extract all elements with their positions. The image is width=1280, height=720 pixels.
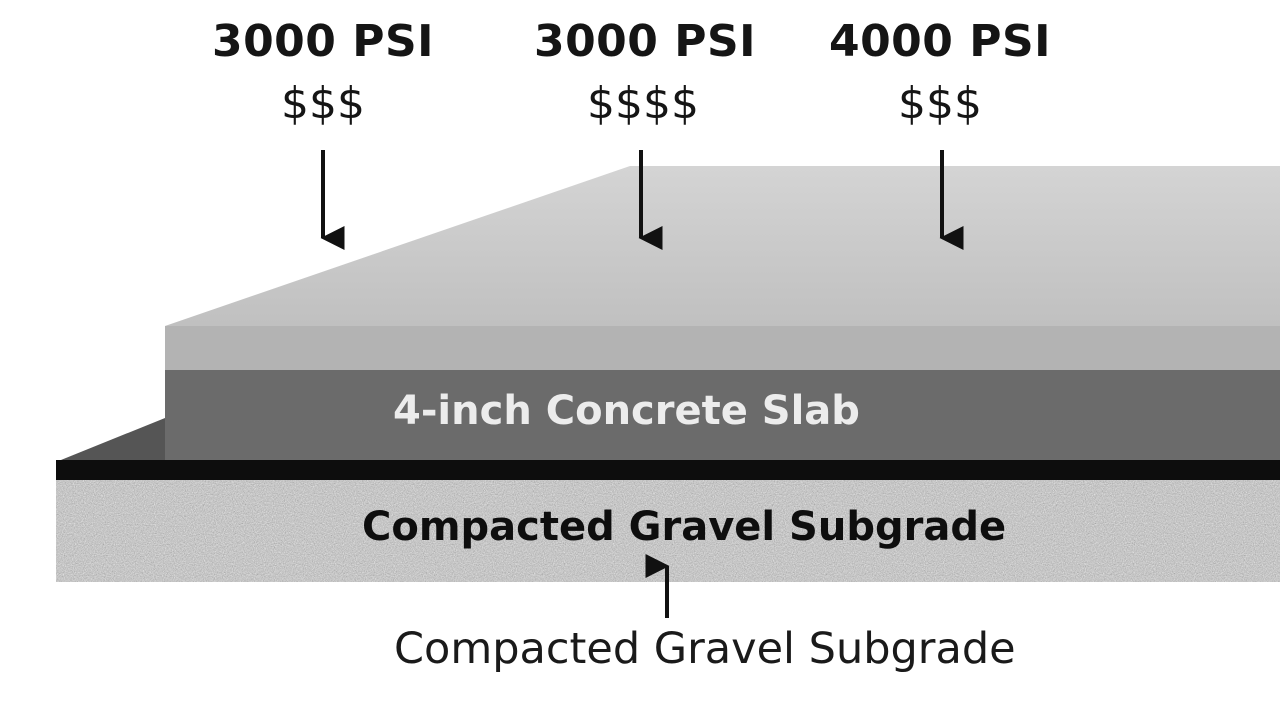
- slab-label: 4-inch Concrete Slab: [393, 388, 860, 434]
- gravel-caption: Compacted Gravel Subgrade: [394, 624, 1016, 674]
- slab-front-light: [165, 326, 1280, 370]
- slab-front-dark: [165, 370, 1280, 462]
- cost-label-2: $$$$: [587, 78, 699, 129]
- slab-top-surface: [165, 166, 1280, 326]
- cost-label-3: $$$: [898, 78, 982, 129]
- gravel-label: Compacted Gravel Subgrade: [362, 504, 1007, 550]
- psi-label-3: 4000 PSI: [828, 16, 1052, 67]
- psi-label-1: 3000 PSI: [211, 16, 435, 67]
- cost-label-1: $$$: [281, 78, 365, 129]
- vapor-barrier: [56, 460, 1280, 480]
- psi-label-2: 3000 PSI: [533, 16, 757, 67]
